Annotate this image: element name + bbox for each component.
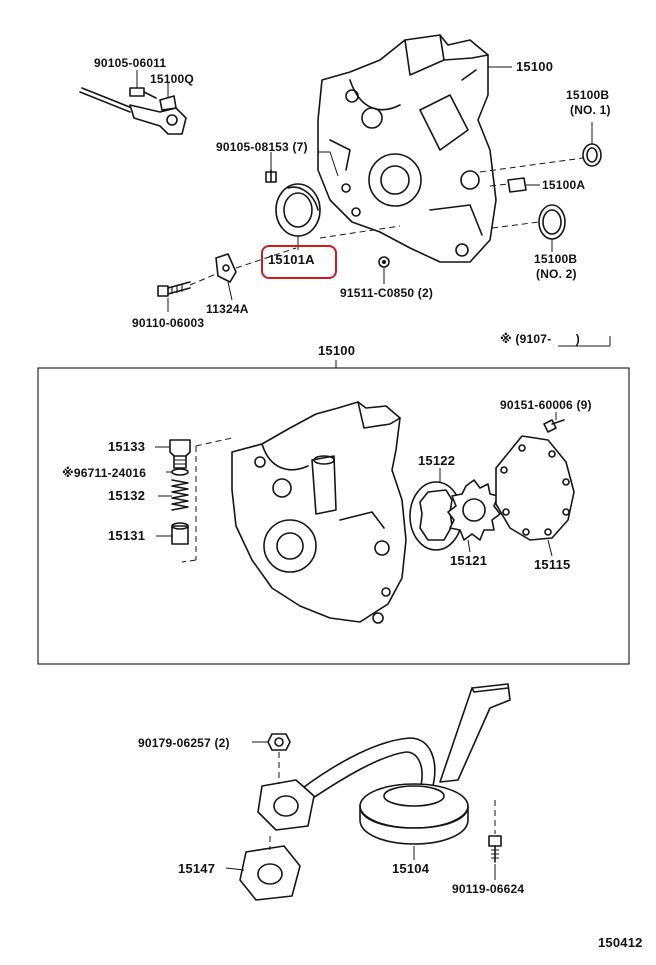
label-oil-seal: 15101A	[268, 252, 315, 267]
label-strainer: 15104	[392, 861, 430, 876]
oil-pressure-sensor	[79, 87, 187, 135]
label-sensor: 15100Q	[150, 72, 194, 86]
label-oring1-note: (NO. 1)	[570, 103, 611, 117]
highlight-box	[261, 245, 337, 279]
oil-seal	[275, 183, 321, 237]
drive-rotor	[409, 481, 463, 551]
leader-bracket	[227, 281, 233, 301]
label-diagram-id: 150412	[598, 935, 643, 950]
leader-15121	[467, 539, 471, 553]
driven-rotor	[447, 479, 501, 541]
label-assy-box-title: 15100	[318, 343, 356, 358]
o-ring-no1	[582, 143, 602, 167]
label-relief-plug: 15133	[108, 439, 146, 454]
bracket	[215, 253, 237, 283]
bolt-bracket	[157, 281, 191, 297]
label-date-note: ※ (9107- )	[500, 332, 580, 346]
strainer-flange	[257, 779, 315, 831]
relief-spring	[171, 479, 189, 511]
dash-relief	[181, 437, 233, 563]
dash-seal	[319, 225, 401, 239]
label-relief-spring: 15132	[108, 488, 146, 503]
label-strainer-bolt: 90119-06624	[452, 882, 525, 896]
pump-cover	[495, 435, 575, 541]
label-nut-small: 91511-C0850 (2)	[340, 286, 434, 300]
label-oring2-note: (NO. 2)	[536, 267, 577, 281]
relief-valve	[171, 522, 189, 545]
cover-screw	[543, 419, 565, 433]
label-cover-screw: 90151-60006 (9)	[500, 398, 592, 412]
dash-plug	[489, 183, 509, 187]
label-relief-gasket: ※96711-24016	[62, 466, 147, 480]
label-drive-rotor: 15122	[418, 453, 456, 468]
label-bolt-bracket: 90110-06003	[132, 316, 205, 330]
dash-bolt-bracket	[189, 273, 217, 286]
label-strainer-gasket: 15147	[178, 861, 216, 876]
bolt-sensor	[129, 87, 157, 99]
strainer-nut	[267, 733, 291, 751]
leader-15115	[547, 539, 553, 557]
o-ring-no2	[538, 204, 566, 240]
label-relief-valve: 15131	[108, 528, 146, 543]
strainer-bolt	[488, 835, 502, 863]
label-plug: 15100A	[542, 178, 586, 192]
label-pump-assy-top: 15100	[516, 59, 554, 74]
label-oring1-code: 15100B	[566, 88, 610, 102]
oil-strainer	[299, 683, 511, 845]
small-nut	[378, 256, 390, 268]
oil-pump-body-top	[317, 34, 497, 263]
leader-15147	[225, 867, 245, 871]
leader-bolt-seal-2	[318, 151, 339, 177]
relief-gasket	[171, 468, 189, 476]
label-cover: 15115	[534, 557, 571, 572]
plug	[507, 177, 527, 193]
label-bolt-top: 90105-06011	[94, 56, 167, 70]
strainer-gasket	[239, 845, 301, 901]
dash-oring1	[479, 157, 584, 173]
dash-oring2	[491, 221, 540, 229]
label-strainer-nut: 90179-06257 (2)	[138, 736, 230, 750]
label-bolt-seal: 90105-08153 (7)	[216, 140, 308, 154]
label-oring2-code: 15100B	[534, 252, 578, 266]
assembly-box	[37, 367, 630, 665]
label-bracket: 11324A	[206, 302, 249, 316]
relief-plug	[169, 439, 191, 469]
bolt-seal	[265, 169, 277, 183]
dash-bracket	[235, 247, 297, 269]
label-driven-rotor: 15121	[450, 553, 488, 568]
oil-pump-body-box	[231, 401, 407, 624]
